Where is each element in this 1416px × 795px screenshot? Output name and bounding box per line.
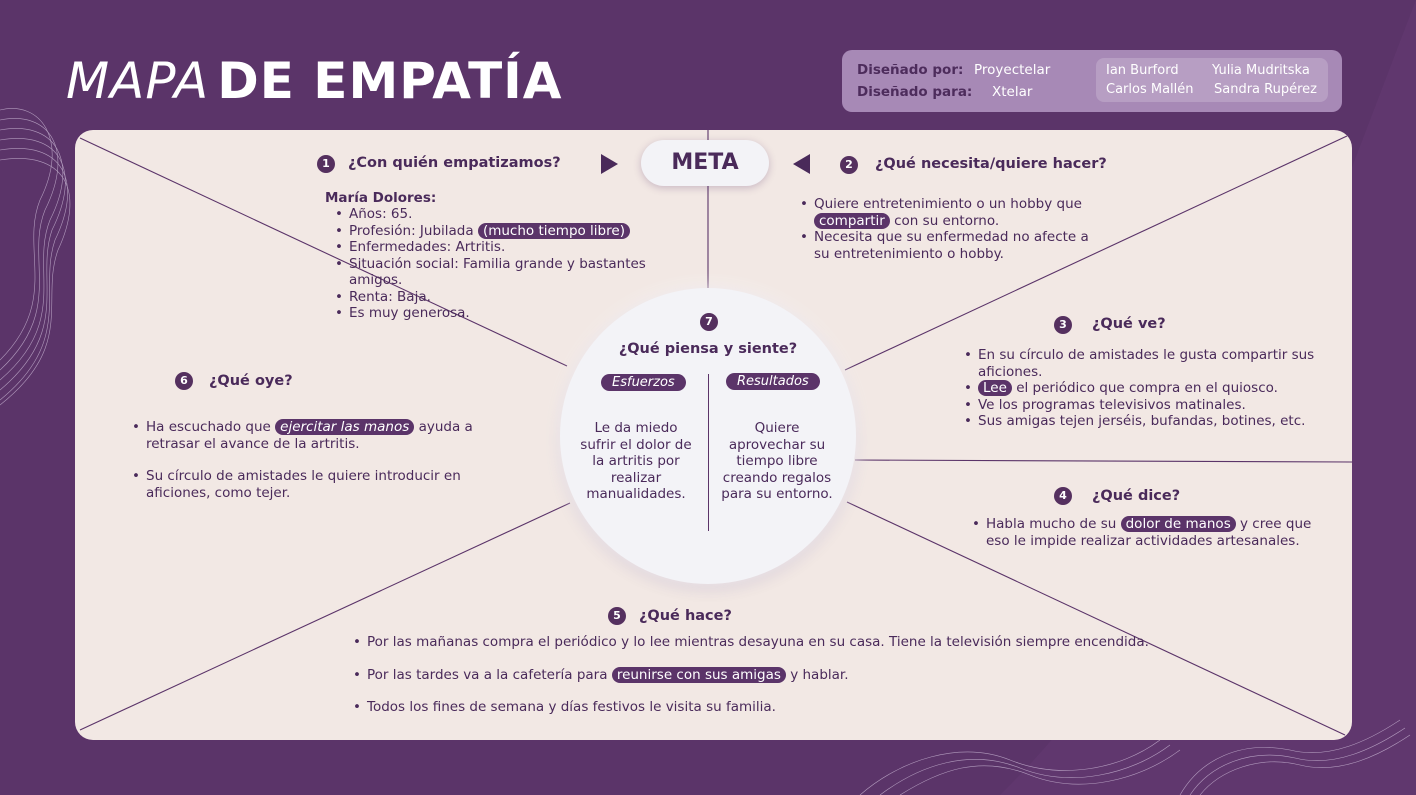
section-title: ¿Qué necesita/quiere hacer?: [875, 156, 1107, 172]
author-names: Ian Burford Yulia Mudritska Carlos Mallé…: [1096, 58, 1328, 102]
section-title: ¿Qué hace?: [639, 608, 732, 624]
author-name: Carlos Mallén: [1106, 82, 1194, 97]
list-item-text: y cree que eso le impide realizar activi…: [986, 516, 1312, 549]
section-title: ¿Qué ve?: [1092, 316, 1166, 332]
list-item-text: Habla mucho de su: [986, 516, 1117, 532]
highlight: dolor de manos: [1120, 516, 1236, 532]
list-item: Es muy generosa.: [335, 305, 655, 322]
list-item: Ve los programas televisivos matinales.: [964, 397, 1324, 414]
persona-list: Años: 65. Profesión: Jubilada (mucho tie…: [335, 206, 655, 322]
list-item-text: Por las tardes va a la cafetería para: [367, 666, 608, 683]
designed-for-label: Diseñado para:: [857, 84, 973, 100]
section-number: 1: [317, 155, 335, 173]
empathy-map-card: META 1 ¿Con quién empatizamos? María Dol…: [75, 130, 1352, 740]
designed-for-value: Xtelar: [992, 84, 1033, 100]
list-item: Habla mucho de su dolor de manos y cree …: [972, 516, 1312, 549]
arrow-left-icon: [793, 154, 810, 174]
section-number: 4: [1054, 487, 1072, 505]
list-item-text: y hablar.: [790, 666, 849, 683]
list-item: En su círculo de amistades le gusta comp…: [964, 347, 1324, 380]
think-feel-circle: 7 ¿Qué piensa y siente? Esfuerzos Result…: [560, 288, 856, 584]
arrow-right-icon: [601, 154, 618, 174]
credits-box: Diseñado por: Proyectelar Diseñado para:…: [842, 50, 1342, 112]
list-item: Todos los fines de semana y días festivo…: [353, 699, 1173, 716]
center-divider: [708, 374, 710, 531]
title-light: MAPA: [66, 52, 210, 110]
results-label: Resultados: [726, 373, 820, 390]
author-name: Yulia Mudritska: [1212, 63, 1310, 78]
list-item: Su círculo de amistades le quiere introd…: [132, 468, 477, 501]
list-item-text: Quiere entretenimiento o un hobby que: [814, 196, 1082, 212]
section-number: 7: [700, 313, 718, 331]
list-item: Enfermedades: Artritis.: [335, 239, 655, 256]
section-number: 5: [608, 607, 626, 625]
hears-list: Ha escuchado que ejercitar las manos ayu…: [132, 419, 477, 501]
section-title: ¿Qué dice?: [1092, 488, 1181, 504]
section-number: 6: [175, 372, 193, 390]
list-item: Por las mañanas compra el periódico y lo…: [353, 634, 1173, 651]
section-number: 3: [1054, 316, 1072, 334]
persona-name: María Dolores:: [325, 190, 437, 206]
list-item: Lee el periódico que compra en el quiosc…: [964, 380, 1324, 397]
title-bold: DE EMPATÍA: [217, 52, 563, 110]
list-item-text: el periódico que compra en el quiosco.: [1016, 380, 1278, 396]
list-item: Profesión: Jubilada (mucho tiempo libre): [335, 222, 655, 240]
list-item-text: con su entorno.: [894, 212, 1000, 229]
list-item-text: Ha escuchado que: [146, 419, 271, 435]
section-title: ¿Con quién empatizamos?: [348, 155, 561, 171]
does-list: Por las mañanas compra el periódico y lo…: [353, 634, 1173, 716]
list-item: Renta: Baja.: [335, 289, 655, 306]
highlight: compartir: [814, 212, 890, 229]
list-item: Situación social: Familia grande y basta…: [335, 256, 655, 289]
section-number: 2: [840, 156, 858, 174]
efforts-label: Esfuerzos: [601, 374, 686, 391]
list-item: Necesita que su enfermedad no afecte a s…: [800, 229, 1090, 262]
section-title: ¿Qué piensa y siente?: [618, 341, 798, 357]
section-title: ¿Qué oye?: [209, 373, 293, 389]
says-list: Habla mucho de su dolor de manos y cree …: [972, 516, 1312, 549]
needs-list: Quiere entretenimiento o un hobby que co…: [800, 196, 1090, 262]
designed-by-value: Proyectelar: [974, 62, 1051, 78]
list-item: Sus amigas tejen jerséis, bufandas, boti…: [964, 413, 1324, 430]
list-item: Ha escuchado que ejercitar las manos ayu…: [132, 419, 477, 452]
highlight: ejercitar las manos: [275, 419, 415, 435]
sees-list: En su círculo de amistades le gusta comp…: [964, 347, 1324, 430]
author-name: Ian Burford: [1106, 63, 1179, 78]
author-name: Sandra Rupérez: [1214, 82, 1317, 97]
results-text: Quiere aprovechar su tiempo libre creand…: [721, 420, 833, 502]
list-item: Años: 65.: [335, 206, 655, 223]
highlight: Lee: [978, 380, 1012, 396]
efforts-text: Le da miedo sufrir el dolor de la artrit…: [580, 420, 692, 502]
list-item: Por las tardes va a la cafetería para re…: [353, 666, 1173, 684]
list-item: Quiere entretenimiento o un hobby que co…: [800, 196, 1090, 229]
highlight: reunirse con sus amigas: [611, 666, 786, 683]
list-item-text: ayuda a retrasar el avance de la artriti…: [146, 419, 473, 452]
meta-badge: META: [641, 140, 769, 186]
highlight: (mucho tiempo libre): [477, 222, 630, 239]
designed-by-label: Diseñado por:: [857, 62, 964, 78]
list-item-text: Profesión: Jubilada: [349, 222, 474, 239]
